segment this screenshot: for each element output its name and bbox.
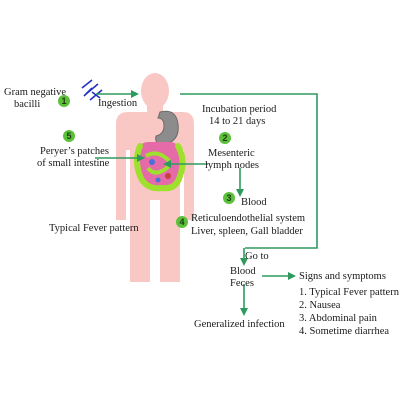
label-bacilli: bacilli bbox=[14, 99, 40, 110]
label-blood: Blood bbox=[241, 197, 267, 208]
label-signs-symptoms: Signs and symptoms bbox=[299, 271, 386, 282]
label-blood-2: Blood bbox=[230, 266, 256, 277]
label-ingestion: Ingestion bbox=[98, 98, 138, 109]
symptom-item: 1. Typical Fever pattern bbox=[299, 287, 400, 298]
svg-text:4: 4 bbox=[179, 217, 184, 227]
label-small-intestine: of small intestine bbox=[37, 158, 110, 169]
label-incubation-period: Incubation period bbox=[202, 104, 277, 115]
label-reticuloendothelial: Reticuloendothelial system bbox=[191, 213, 305, 224]
step-badge-3: 3 bbox=[223, 192, 235, 204]
bacteria-icon bbox=[81, 79, 103, 101]
symptom-item: 2. Nausea bbox=[299, 300, 341, 311]
svg-text:5: 5 bbox=[66, 131, 71, 141]
step-badge-5: 5 bbox=[63, 130, 75, 142]
label-incubation-days: 14 to 21 days bbox=[209, 116, 265, 127]
label-mesenteric: Mesenteric bbox=[208, 148, 255, 159]
label-go-to: Go to bbox=[245, 251, 269, 262]
symptom-list: 1. Typical Fever pattern 2. Nausea 3. Ab… bbox=[299, 287, 400, 337]
svg-text:3: 3 bbox=[226, 193, 231, 203]
flow-arrows bbox=[95, 90, 318, 316]
intestine-organ bbox=[134, 142, 186, 192]
label-peyers-patches: Peryer’s patches bbox=[40, 146, 109, 157]
label-lymph-nodes: lymph nodes bbox=[205, 160, 259, 171]
step-badge-4: 4 bbox=[176, 216, 188, 228]
step-badge-2: 2 bbox=[219, 132, 231, 144]
step-badge-1: 1 bbox=[58, 95, 70, 107]
symptom-item: 3. Abdominal pain bbox=[299, 313, 378, 324]
label-generalized-infection: Generalized infection bbox=[194, 319, 285, 330]
label-liver-spleen: Liver, spleen, Gall bladder bbox=[191, 226, 303, 237]
arrow-mouth-to-goto bbox=[180, 93, 318, 249]
svg-text:1: 1 bbox=[61, 96, 66, 106]
symptom-item: 4. Sometime diarrhea bbox=[299, 326, 389, 337]
svg-text:2: 2 bbox=[222, 133, 227, 143]
label-gram-negative: Gram negative bbox=[4, 87, 66, 98]
label-typical-fever: Typical Fever pattern bbox=[49, 223, 139, 234]
label-feces: Feces bbox=[230, 278, 254, 289]
